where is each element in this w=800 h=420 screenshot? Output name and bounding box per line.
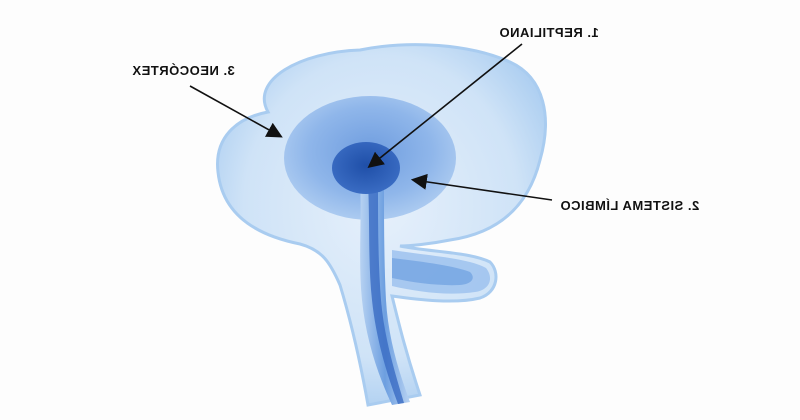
label-reptiliano: 1. REPTILIANO bbox=[499, 25, 599, 40]
arrow-limbico bbox=[410, 173, 553, 201]
brain-stem-core bbox=[368, 182, 404, 404]
label-neocortex: 3. NEOCÓRTEX bbox=[132, 63, 235, 78]
lower-lobe-inner bbox=[392, 258, 473, 286]
arrow-neocortex bbox=[189, 85, 283, 138]
arrow-reptiliano bbox=[367, 43, 523, 169]
label-sistema-limbico: 2. SISTEMA LÍMBICO bbox=[560, 198, 700, 213]
